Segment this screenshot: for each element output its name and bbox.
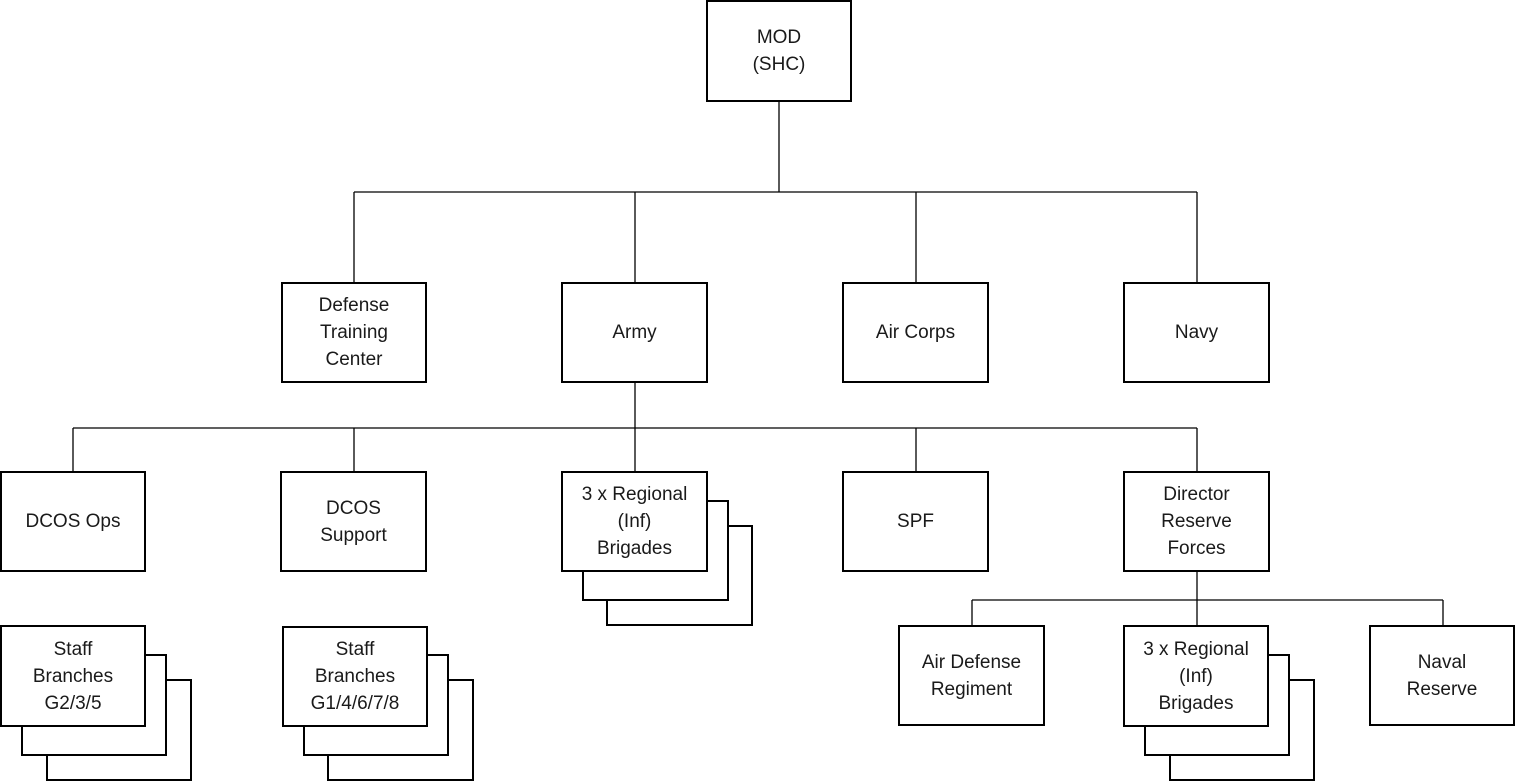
box-regional-reserve: [1123, 625, 1269, 727]
box-defense-training: [281, 282, 427, 383]
box-army: [561, 282, 708, 383]
box-director-reserve: [1123, 471, 1270, 572]
text-line: Training: [320, 322, 388, 343]
text-line: G1/4/6/7/8: [310, 693, 400, 714]
box-dcos-support: [280, 471, 427, 572]
stack-regional-reserve: [1123, 625, 1315, 781]
label-dcos-ops: DCOS Ops: [1, 472, 145, 571]
label-army: Army: [562, 283, 707, 382]
stack-staff-g14678: [282, 626, 474, 781]
box-air-corps: [842, 282, 989, 383]
text-line: Branches: [314, 666, 396, 687]
box-navy: [1123, 282, 1270, 383]
box-air-defense: [898, 625, 1045, 726]
text-line: Regiment: [930, 678, 1013, 700]
text-line: Brigades: [597, 538, 672, 559]
box-mod: [706, 0, 852, 102]
label-regional-reserve: 3 x Regional (Inf) Brigades: [1124, 626, 1268, 726]
text-line: Branches: [32, 665, 114, 687]
text-line: Air Defense: [921, 651, 1022, 673]
text-line: Forces: [1167, 538, 1226, 559]
box-staff-g14678: [282, 626, 428, 727]
text-line: G2/3/5: [44, 692, 102, 714]
text-line: (Inf): [1179, 665, 1213, 687]
text-line: Staff: [53, 638, 93, 660]
text-line: 3 x Regional: [1143, 638, 1249, 660]
text-line: Navy: [1174, 322, 1219, 343]
box-spf: [842, 471, 989, 572]
text-line: MOD: [756, 27, 802, 48]
box-regional-army: [561, 471, 708, 572]
text-line: (Inf): [617, 511, 652, 532]
text-line: SPF: [897, 511, 934, 532]
label-air-corps: Air Corps: [843, 283, 988, 382]
text-line: Brigades: [1158, 692, 1234, 714]
text-line: Reserve: [1161, 511, 1232, 532]
box-naval-reserve: [1369, 625, 1515, 726]
text-line: DCOS Ops: [25, 511, 121, 532]
text-line: Reserve: [1406, 678, 1478, 700]
stack-staff-g235: [0, 625, 192, 781]
label-spf: SPF: [843, 472, 988, 571]
text-line: DCOS: [326, 497, 381, 519]
label-navy: Navy: [1124, 283, 1269, 382]
text-line: Air Corps: [875, 322, 956, 343]
text-line: Support: [320, 524, 387, 546]
text-line: Defense: [318, 295, 390, 316]
text-line: Director: [1163, 484, 1230, 505]
connectors: [72, 101, 1444, 626]
label-mod: MOD (SHC): [707, 1, 851, 101]
text-line: Staff: [335, 639, 375, 660]
text-line: Center: [325, 349, 383, 370]
box-staff-g235: [0, 625, 146, 727]
label-dcos-support: DCOS Support: [281, 472, 426, 571]
text-line: Army: [612, 322, 657, 343]
stack-regional-army: [561, 471, 753, 626]
text-line: Naval: [1417, 651, 1467, 673]
text-line: 3 x Regional: [581, 484, 688, 505]
box-dcos-ops: [0, 471, 146, 572]
text-line: (SHC): [752, 54, 806, 75]
label-regional-army: 3 x Regional (Inf) Brigades: [562, 472, 707, 571]
